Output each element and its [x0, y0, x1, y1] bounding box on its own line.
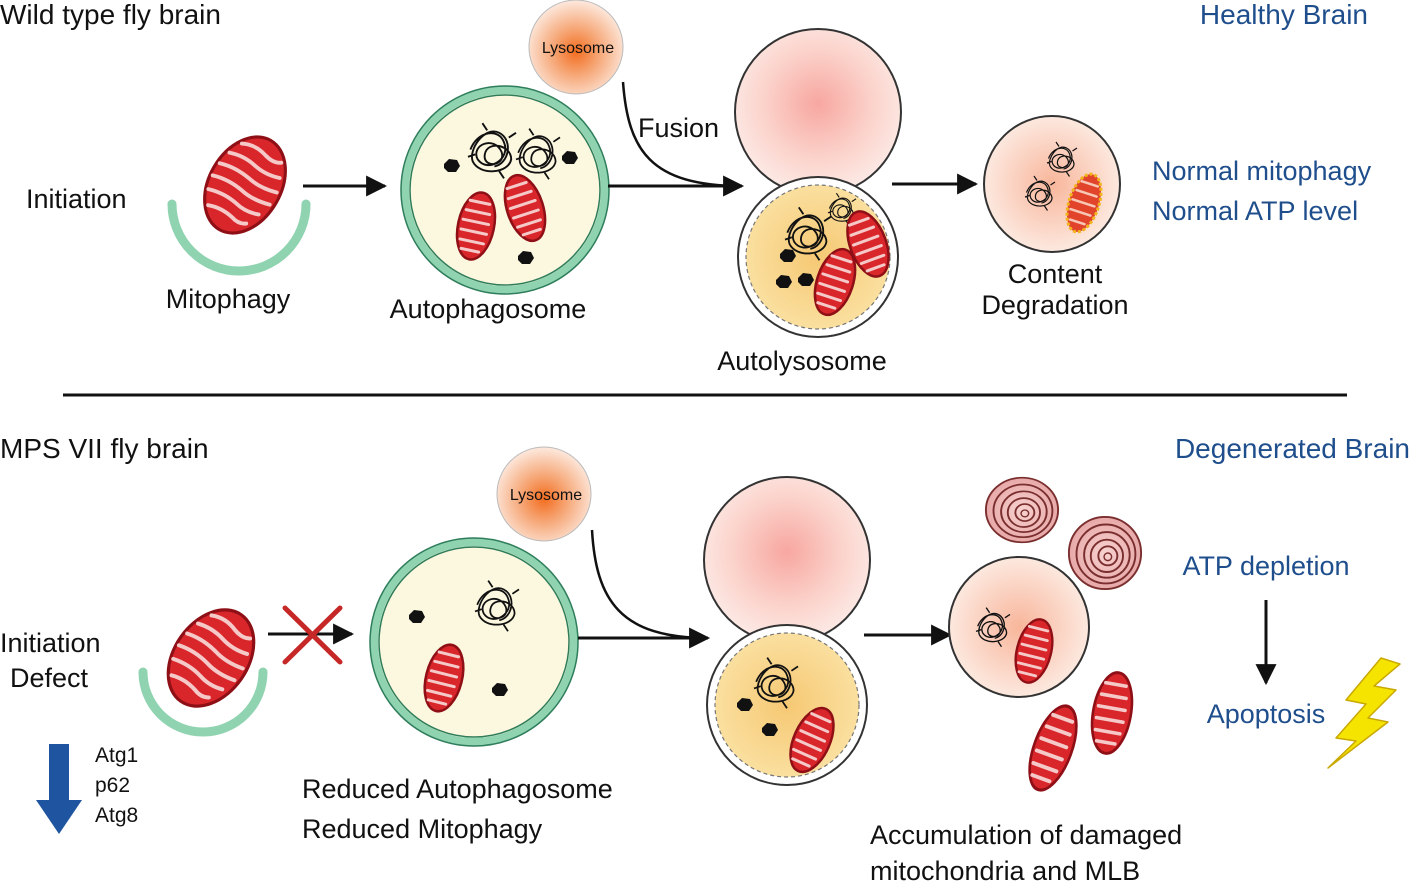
bottom-reduced-label-2: Reduced Mitophagy — [302, 814, 543, 844]
top-autolysosome-label: Autolysosome — [717, 346, 887, 376]
top-status-line-1: Normal mitophagy — [1152, 156, 1372, 186]
bottom-defect-label-1: Initiation — [0, 628, 101, 658]
mlb-icon-2 — [1067, 515, 1143, 591]
gene-p62: p62 — [95, 774, 130, 797]
bottom-lysosome-label: Lysosome — [510, 487, 582, 504]
bottom-lysosome-icon — [496, 446, 592, 542]
bottom-autophagosome-icon — [369, 537, 579, 747]
bottom-accum-label-1: Accumulation of damaged — [870, 820, 1182, 850]
bottom-defect-label-2: Defect — [10, 663, 89, 693]
bottom-panel-title: MPS VII fly brain — [0, 433, 209, 464]
bottom-autolysosome-icon — [703, 476, 871, 786]
top-degradation-label-2: Degradation — [981, 290, 1128, 320]
top-autolysosome-icon — [734, 28, 902, 338]
gene-atg8: Atg8 — [95, 804, 138, 827]
bottom-degradation-icon — [948, 556, 1090, 698]
top-autophagosome-label: Autophagosome — [390, 294, 587, 324]
atp-depletion-label: ATP depletion — [1182, 551, 1349, 581]
top-status-title: Healthy Brain — [1200, 0, 1368, 30]
damaged-mitochondrion-icon-2 — [1018, 698, 1088, 798]
top-mitophagy-label: Mitophagy — [166, 284, 291, 314]
bottom-accum-label-2: mitochondria and MLB — [870, 856, 1140, 886]
top-panel-title: Wild type fly brain — [0, 0, 221, 30]
block-x-icon — [282, 605, 343, 665]
gene-atg1: Atg1 — [95, 744, 138, 767]
bottom-phagophore-icon — [138, 667, 268, 737]
top-fusion-arrow — [621, 81, 744, 195]
top-mitochondrion-icon — [186, 120, 304, 250]
top-status-line-2: Normal ATP level — [1152, 196, 1358, 226]
lightning-icon — [1327, 657, 1401, 769]
top-lysosome-label: Lysosome — [542, 40, 614, 57]
bottom-reduced-label-1: Reduced Autophagosome — [302, 774, 613, 804]
top-phagophore-icon — [167, 199, 311, 276]
down-arrow-icon — [36, 744, 82, 834]
top-fusion-label: Fusion — [638, 113, 719, 143]
top-autophagosome-icon — [400, 85, 610, 295]
top-initiation-label: Initiation — [26, 184, 127, 214]
damaged-mitochondrion-icon-1 — [1084, 667, 1140, 759]
top-lysosome-icon — [528, 0, 624, 95]
apoptosis-label: Apoptosis — [1207, 699, 1326, 729]
bottom-status-title: Degenerated Brain — [1175, 433, 1410, 464]
mlb-icon-1 — [984, 476, 1060, 544]
top-degradation-icon — [983, 115, 1121, 253]
top-degradation-label-1: Content — [1008, 259, 1103, 289]
bottom-fusion-arrow — [590, 529, 710, 647]
